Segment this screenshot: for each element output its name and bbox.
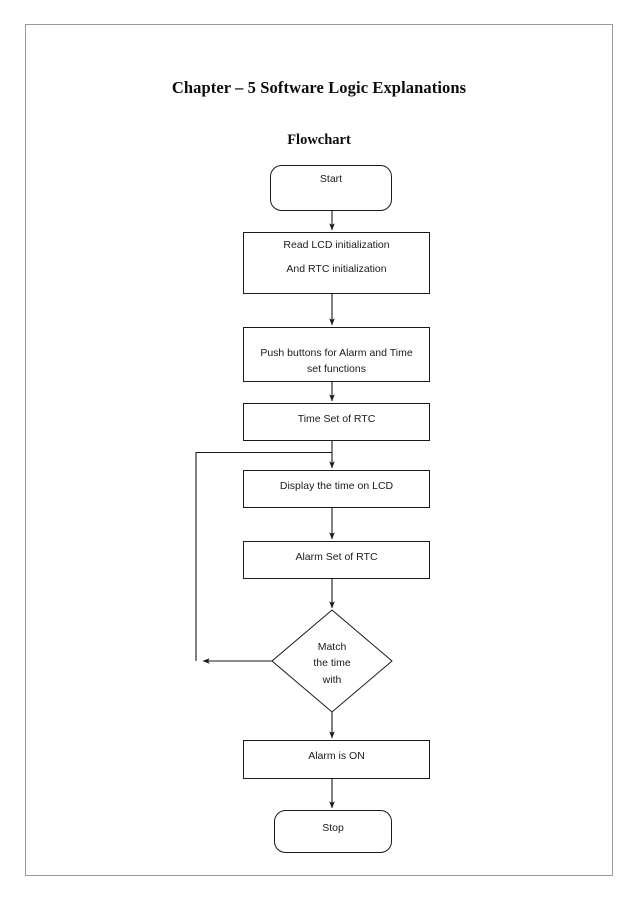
section-heading-flowchart: Flowchart: [287, 132, 351, 148]
node-push-buttons: [243, 327, 430, 382]
node-start: [270, 165, 392, 211]
node-alarm-on: [243, 740, 430, 779]
node-time-set: [243, 403, 430, 441]
node-display-time: [243, 470, 430, 508]
node-alarm-set: [243, 541, 430, 579]
node-match-time: [271, 609, 393, 713]
page-title: Chapter – 5 Software Logic Explanations: [171, 78, 467, 97]
connector-match-time-loop-back-path: [195, 451, 332, 661]
node-init: [243, 232, 430, 294]
node-stop: [274, 810, 392, 853]
